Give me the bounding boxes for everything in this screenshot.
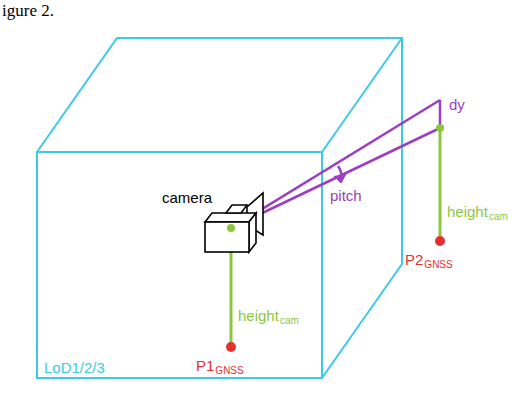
camera-point (436, 124, 444, 132)
point-label: P2 (405, 252, 423, 267)
height-lines (231, 128, 440, 346)
camera-icon (205, 193, 263, 252)
lod-label: LoD1/2/3 (44, 360, 105, 375)
height-label: height (447, 204, 488, 219)
caption-fragment: igure 2. (2, 2, 54, 19)
height-label: height (238, 308, 279, 323)
gnss-point (226, 342, 236, 352)
subscript: cam (489, 212, 508, 222)
camera-point (227, 224, 235, 232)
subscript: cam (280, 316, 299, 326)
subscript: GNSS (215, 366, 243, 376)
angle-label: pitch (330, 188, 362, 203)
gnss-point (435, 236, 445, 246)
building-box (37, 38, 402, 378)
subscript: GNSS (424, 260, 452, 270)
camera-label: camera (162, 190, 212, 205)
offset-label: dy (449, 97, 465, 112)
point-label: P1 (196, 358, 214, 373)
